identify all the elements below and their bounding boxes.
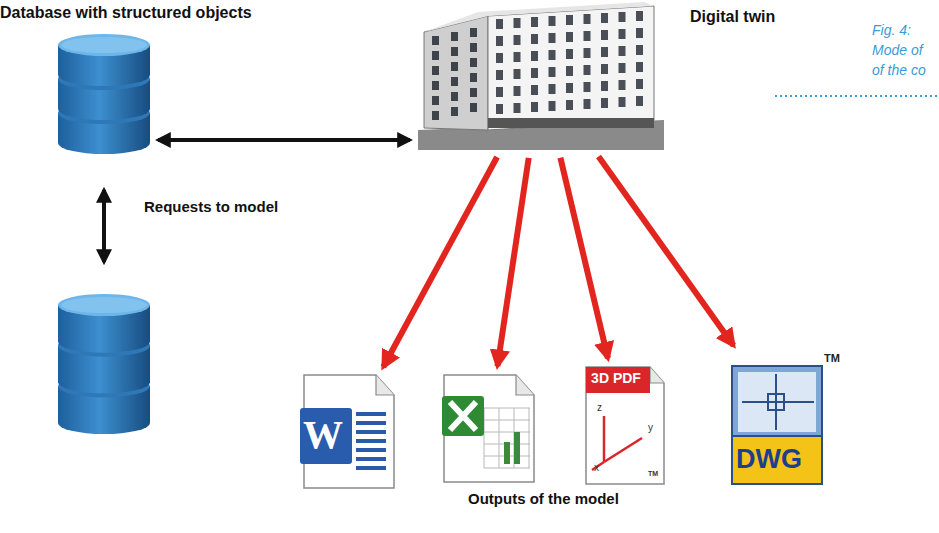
connector-arrow — [102, 190, 106, 262]
database-icon: Database with structured objects — [58, 32, 150, 160]
connector-arrow — [383, 157, 497, 367]
connector-arrow — [497, 158, 528, 366]
digital-twin-image: Digital twin — [418, 2, 664, 150]
icon-letter: W — [303, 412, 343, 458]
connector-arrow — [560, 158, 608, 358]
connector-arrow — [599, 157, 734, 346]
axis-label: x — [594, 462, 599, 474]
digital-twin-image-graphic — [418, 2, 664, 150]
database-icon — [58, 292, 150, 440]
group-label: Outputs of the model — [468, 490, 619, 508]
dwg-file-icon: DWG TM — [730, 352, 842, 486]
figure-caption: Mode of — [872, 42, 923, 59]
figure-caption: of the co — [872, 62, 926, 79]
node-heading: Database with structured objects — [0, 4, 252, 22]
icon-band-text: DWG — [736, 444, 802, 475]
pdf-file-icon: 3D PDF z y xTM — [582, 366, 666, 486]
word-file-icon: W — [300, 374, 396, 490]
database-icon-graphic — [58, 292, 150, 440]
axis-label: y — [648, 422, 653, 434]
figure-caption: Fig. 4: — [872, 22, 911, 39]
connector-arrow — [158, 138, 410, 142]
icon-band-text: 3D PDF — [582, 370, 650, 386]
axis-label: z — [597, 402, 602, 414]
trademark: TM — [824, 352, 840, 365]
excel-file-icon — [440, 374, 536, 484]
edge-label: Requests to model — [144, 198, 278, 216]
node-heading: Digital twin — [690, 8, 775, 26]
database-icon-graphic — [58, 32, 150, 160]
excel-file-icon-graphic — [440, 374, 536, 484]
trademark: TM — [648, 470, 658, 478]
dotted-rule — [775, 95, 939, 97]
